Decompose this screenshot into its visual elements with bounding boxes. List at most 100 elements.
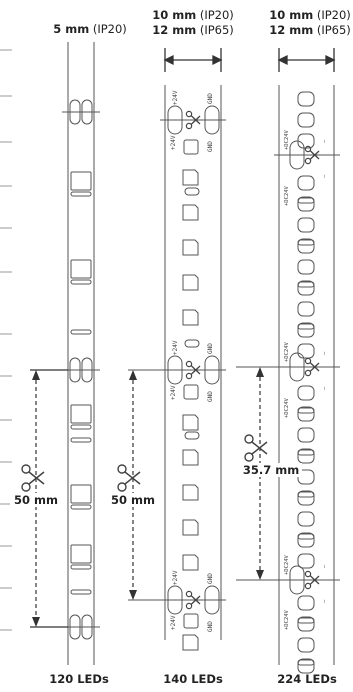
strip2-pad-labels: +24V GND +24V GND +24V GND +24V GND +24V… <box>170 90 214 632</box>
led-chip <box>182 274 199 291</box>
resistor <box>297 449 315 456</box>
pad-label-plusdc24v: +DC24V <box>284 609 290 630</box>
led-chip <box>297 427 315 443</box>
pad-label-minus: – <box>322 599 328 603</box>
strip3-cut-lines <box>236 154 340 581</box>
resistor <box>70 589 92 595</box>
pad-label-minus: – <box>322 174 328 178</box>
pad-label-plusdc24v: +DC24V <box>284 397 290 418</box>
pad-label-gnd: GND <box>207 343 214 354</box>
led-chip <box>182 634 199 651</box>
resistor <box>297 197 315 204</box>
led-chip <box>182 169 199 186</box>
pad-label-minus: – <box>322 564 328 568</box>
led-chip <box>183 384 199 400</box>
led-chip <box>297 511 315 527</box>
pad-label-gnd: GND <box>207 93 214 104</box>
strip1-label-bg <box>10 493 62 507</box>
pad-label-plusdc24v: +DC24V <box>284 185 290 206</box>
led-chip <box>70 171 92 191</box>
pad-label-gnd: GND <box>207 141 214 152</box>
led-chip <box>183 613 199 629</box>
resistor <box>70 424 92 430</box>
resistor <box>70 564 92 570</box>
resistor <box>297 617 315 624</box>
resistor <box>297 491 315 498</box>
strip3-solder-pads <box>289 140 305 595</box>
led-chip <box>297 133 315 149</box>
led-chip <box>70 404 92 424</box>
strip3-dimension-arrow-icon <box>256 367 264 580</box>
strip3-scissors-icon <box>244 434 268 462</box>
strip1-pads <box>69 99 93 640</box>
led-chip <box>297 343 315 359</box>
led-chip <box>70 484 92 504</box>
strip1-rating: (IP20) <box>89 22 127 36</box>
led-chip <box>297 217 315 233</box>
strip2-rating-ip20: (IP20) <box>196 8 234 22</box>
strip2-solder-pads <box>167 105 220 615</box>
led-chip <box>297 658 315 674</box>
pad-label-plus24v: +24V <box>170 135 177 150</box>
led-chip <box>297 91 315 107</box>
led-chip <box>182 239 199 256</box>
left-ruler <box>0 49 12 631</box>
led-chip <box>297 637 315 653</box>
resistor <box>184 187 200 196</box>
pad-label-minus: – <box>322 386 328 390</box>
led-chip <box>182 309 199 326</box>
led-chip <box>297 322 315 338</box>
resistor <box>184 339 200 348</box>
strip1-dimension-arrow-icon <box>30 369 68 628</box>
led-chip <box>297 175 315 191</box>
pad-label-plusdc24v: +DC24V <box>284 341 290 362</box>
strip2-leds <box>182 139 200 651</box>
resistor <box>184 431 200 440</box>
strip3-outline <box>278 85 335 665</box>
pad-label-plusdc24v: +DC24V <box>284 554 290 575</box>
resistor <box>297 407 315 414</box>
strip2-outline <box>164 85 222 640</box>
resistor <box>70 329 92 335</box>
led-chip <box>297 385 315 401</box>
resistor <box>297 239 315 246</box>
strip1 <box>62 42 100 665</box>
led-chip <box>297 280 315 296</box>
resistor <box>70 437 92 443</box>
strip2-rating-ip65: (IP65) <box>196 23 234 37</box>
pad-label-minus: – <box>322 351 328 355</box>
strip2-led-count: 140 LEDs <box>163 672 223 686</box>
strip1-cut-length: 50 mm <box>14 493 58 507</box>
pad-label-plus24v: +24V <box>172 340 179 355</box>
led-chip <box>297 238 315 254</box>
strip3-rating-ip20: (IP20) <box>313 8 351 22</box>
strip3-leds <box>297 91 315 674</box>
led-chip <box>182 554 199 571</box>
resistor <box>297 533 315 540</box>
pad-label-plusdc24v: +DC24V <box>284 129 290 150</box>
strip2-scissors-icon <box>117 464 141 492</box>
strip3-cut-length: 35.7 mm <box>243 463 299 477</box>
led-chip <box>182 414 199 431</box>
strip1-leds <box>70 171 92 595</box>
strip3-width-ip65: 12 mm <box>269 23 314 37</box>
strip1-header: 5 mm (IP20) <box>40 22 140 37</box>
led-chip <box>297 595 315 611</box>
led-chip <box>297 448 315 464</box>
strip1-width: 5 mm <box>53 22 90 36</box>
led-chip <box>182 484 199 501</box>
resistor <box>297 323 315 330</box>
strip2-width-ip20: 10 mm <box>152 8 197 22</box>
strip1-scissors-icon <box>21 464 45 492</box>
strip3-width-ip20: 10 mm <box>269 8 314 22</box>
led-chip <box>182 519 199 536</box>
strip3-width-arrow-icon <box>277 48 336 72</box>
strip1-led-count: 120 LEDs <box>49 672 109 686</box>
pad-label-plus24v: +24V <box>170 615 177 630</box>
strip3-rating-ip65: (IP65) <box>313 23 351 37</box>
strip2-cut-lines <box>128 119 226 601</box>
led-chip <box>297 301 315 317</box>
pad-label-minus: – <box>322 139 328 143</box>
pad-label-plus24v: +24V <box>172 90 179 105</box>
